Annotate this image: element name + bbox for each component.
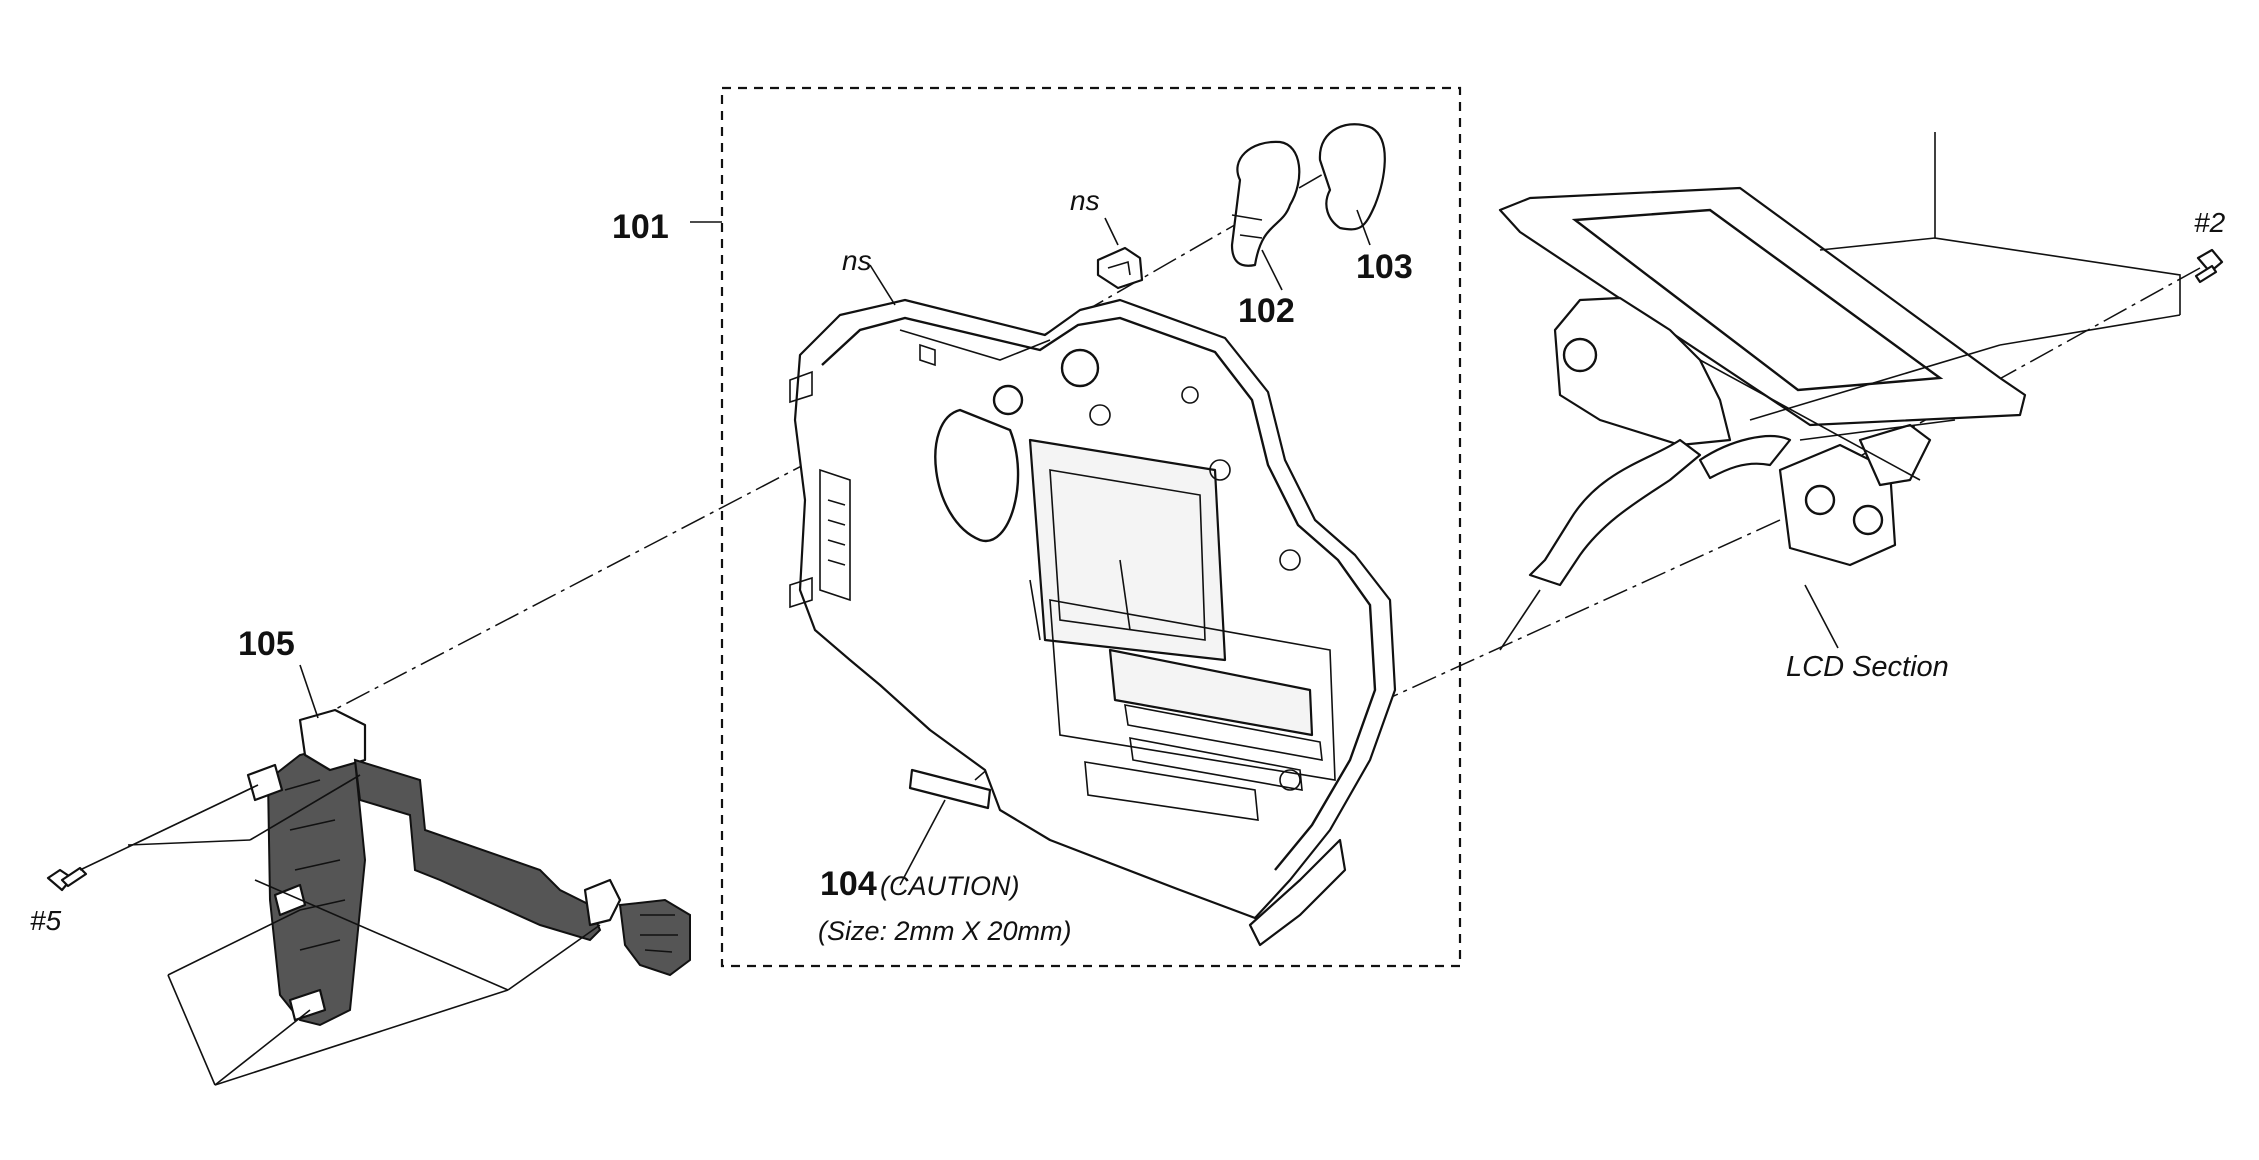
- label-screw-2: #2: [2194, 207, 2226, 238]
- label-103: 103: [1356, 248, 1413, 286]
- ns-small-part: [1096, 217, 1144, 290]
- label-size: (Size: 2mm X 20mm): [818, 916, 1072, 946]
- label-caution: (CAUTION): [880, 871, 1019, 901]
- screw-2: [2194, 248, 2224, 284]
- part-104: [899, 768, 992, 886]
- centerline-lcd: [1384, 519, 1781, 701]
- lcd-background-planes: [1749, 132, 2181, 421]
- screw-5: [46, 866, 88, 892]
- rear-cabinet: [789, 298, 1397, 947]
- part-103: [1318, 123, 1386, 246]
- label-102: 102: [1238, 292, 1295, 330]
- lcd-section: [1498, 186, 2027, 651]
- label-104: 104: [820, 865, 877, 903]
- leader-ns-left: [869, 264, 896, 306]
- label-screw-5: #5: [30, 905, 62, 936]
- part-105: [246, 708, 691, 1027]
- part-102: [1230, 140, 1301, 291]
- label-lcd-section: LCD Section: [1786, 651, 1949, 683]
- assembly-101-box: [720, 86, 1462, 968]
- leader-105: [299, 664, 319, 719]
- label-ns-left: ns: [842, 245, 872, 276]
- label-101: 101: [612, 208, 669, 246]
- leader-lcd: [1804, 584, 1839, 649]
- label-105: 105: [238, 625, 295, 663]
- label-ns-top: ns: [1070, 185, 1100, 216]
- callout-fan-lines: [79, 774, 601, 1086]
